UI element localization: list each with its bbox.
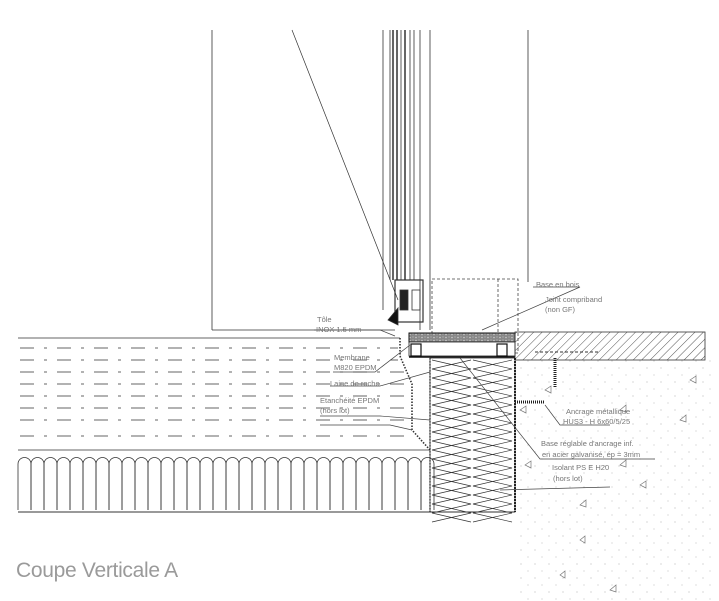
label-membrane-1: Membrane xyxy=(334,353,370,362)
insulation-wave xyxy=(264,457,279,510)
insulation-wave xyxy=(368,457,383,510)
drainage-layer xyxy=(18,337,431,451)
concrete-aggregate-marks xyxy=(519,375,697,593)
insulation-wave xyxy=(30,457,45,510)
insulation-wave xyxy=(251,457,266,510)
rock-wool-block xyxy=(429,357,516,513)
label-isolant-2: (hors lot) xyxy=(553,474,583,483)
insulation-wave xyxy=(56,457,71,510)
insulation-wave xyxy=(17,457,32,510)
insulation-wave xyxy=(121,457,136,510)
insulation-wave xyxy=(407,457,422,510)
label-joint-2: (non GF) xyxy=(545,305,576,314)
insulation-wave xyxy=(420,457,435,510)
label-laine: Laine de roche xyxy=(330,379,380,388)
insulation-ps xyxy=(17,457,435,510)
insulation-wave xyxy=(238,457,253,510)
label-ancrage-1: Ancrage métallique xyxy=(566,407,630,416)
rock-wool-zigzag xyxy=(472,359,513,523)
label-base-reglable-2: en acier galvanisé, ép = 3mm xyxy=(542,450,640,459)
insulation-wave xyxy=(134,457,149,510)
insulation-wave xyxy=(329,457,344,510)
threshold-plate xyxy=(408,332,516,343)
drawing-title: Coupe Verticale A xyxy=(16,559,178,582)
label-membrane-2: M820 EPDM xyxy=(334,363,377,372)
insulation-wave xyxy=(277,457,292,510)
label-joint-1: Joint compriband xyxy=(545,295,602,304)
label-isolant-1: Isolant PS E H20 xyxy=(552,463,609,472)
insulation-wave xyxy=(186,457,201,510)
insulation-wave xyxy=(290,457,305,510)
rock-wool-zigzag xyxy=(431,359,472,523)
label-etancheite-2: (hors lot) xyxy=(320,406,350,415)
concrete-slab-hatched xyxy=(514,331,706,361)
insulation-wave xyxy=(95,457,110,510)
insulation-wave xyxy=(381,457,396,510)
insulation-wave xyxy=(394,457,409,510)
leader-lines xyxy=(314,286,655,491)
window-frame xyxy=(211,29,529,331)
insulation-wave xyxy=(173,457,188,510)
insulation-wave xyxy=(355,457,370,510)
label-etancheite-1: Etanchéité EPDM xyxy=(320,396,379,405)
label-ancrage-2: HUS3 - H 6x60/5/25 xyxy=(563,417,630,426)
insulation-wave xyxy=(212,457,227,510)
insulation-wave xyxy=(225,457,240,510)
label-base-reglable-1: Base réglable d'ancrage inf. xyxy=(541,439,634,448)
insulation-wave xyxy=(316,457,331,510)
insulation-wave xyxy=(303,457,318,510)
rock-wool-zigzag xyxy=(431,359,472,523)
anchor-bolts xyxy=(515,358,557,404)
insulation-wave xyxy=(160,457,175,510)
label-tole-2: INOX 1.5 mm xyxy=(316,325,361,334)
label-tole-1: Tôle xyxy=(317,315,332,324)
insulation-wave xyxy=(342,457,357,510)
insulation-wave xyxy=(199,457,214,510)
insulation-wave xyxy=(69,457,84,510)
rock-wool-zigzag xyxy=(472,359,513,523)
annotations: Base en bois Joint compriband (non GF) T… xyxy=(316,280,640,483)
concrete-ground xyxy=(515,360,715,600)
label-base-bois: Base en bois xyxy=(536,280,580,289)
insulation-wave xyxy=(82,457,97,510)
insulation-wave xyxy=(147,457,162,510)
insulation-wave xyxy=(108,457,123,510)
insulation-wave xyxy=(43,457,58,510)
